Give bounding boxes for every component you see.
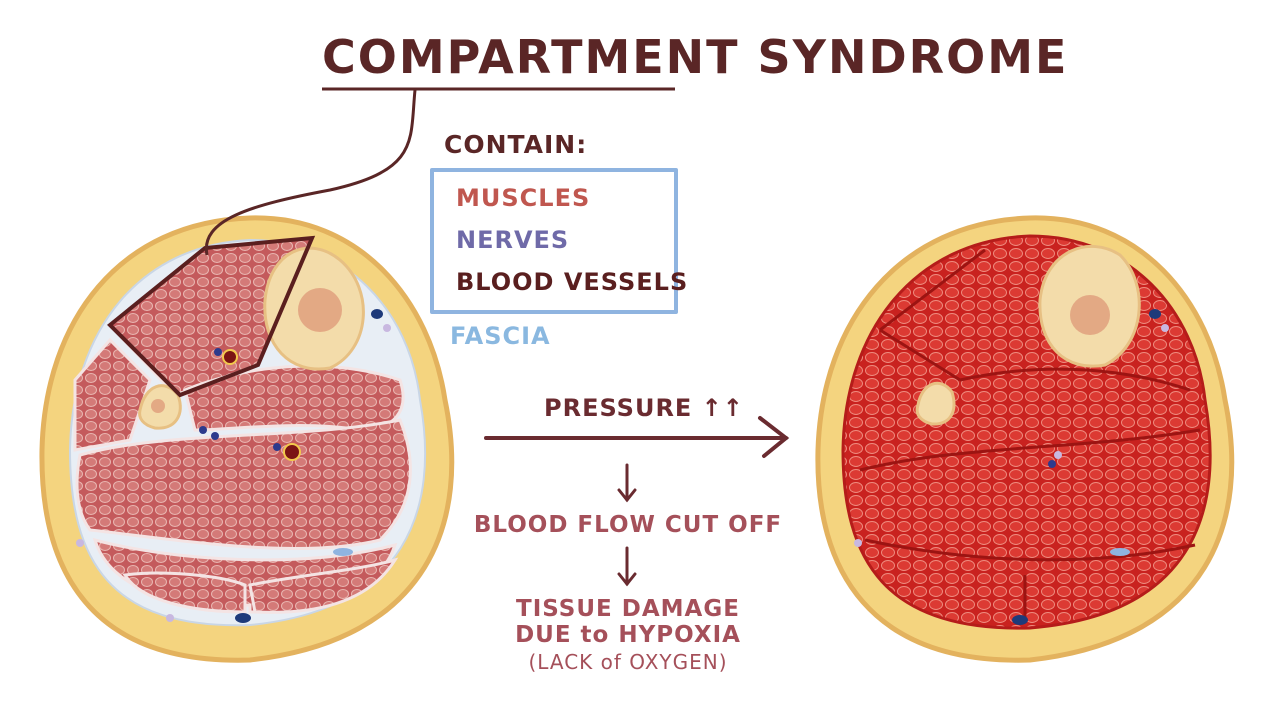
outlined-compartment	[107, 235, 316, 398]
tissue-damage-line3: (LACK of OXYGEN)	[528, 650, 728, 674]
tissue-damage-line1: TISSUE DAMAGE	[516, 596, 740, 622]
page-title: COMPARTMENT SYNDROME	[322, 30, 1069, 84]
pressure-label: PRESSURE ↑↑	[544, 394, 744, 422]
vessels-and-nerves	[76, 309, 391, 623]
fibula-bone-right	[915, 381, 956, 426]
pressure-arrow	[484, 416, 790, 458]
fascia-label: FASCIA	[450, 322, 551, 350]
down-arrow-icon	[617, 546, 637, 587]
down-arrow-icon	[617, 463, 637, 503]
contain-heading: CONTAIN:	[444, 130, 588, 159]
nerves-label: NERVES	[456, 226, 570, 254]
blood-flow-label: BLOOD FLOW CUT OFF	[473, 512, 783, 538]
tissue-damage-line2: DUE to HYPOXIA	[515, 622, 741, 648]
pointer-line	[204, 89, 417, 256]
contents-box: MUSCLES NERVES BLOOD VESSELS	[430, 168, 687, 314]
swollen-leg-cross-section	[815, 215, 1235, 663]
blood-vessels-label: BLOOD VESSELS	[456, 268, 689, 296]
muscles-label: MUSCLES	[456, 184, 591, 212]
normal-leg-cross-section	[39, 215, 455, 663]
